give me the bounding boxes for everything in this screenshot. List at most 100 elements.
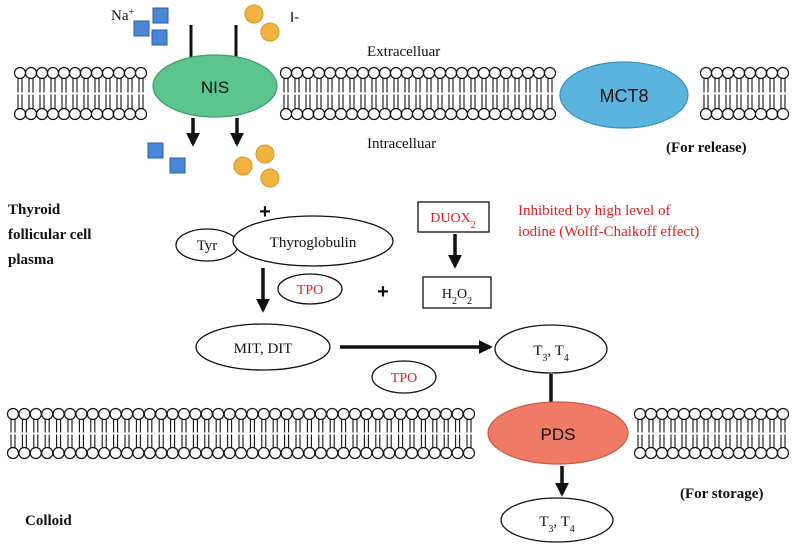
lipid-head [323,66,337,80]
membrane-top-right [699,66,790,121]
lipid-tail [61,94,67,109]
iodide-circle [260,168,280,188]
lipid-tail [415,94,421,109]
lipid-head [422,66,436,80]
lipid-head [120,407,134,421]
lipid-head [394,407,407,421]
lipid-tail [525,94,531,109]
lipid-tail [375,434,381,448]
lipid-head [389,66,403,80]
lipid-head [360,407,373,421]
lipid-tail [72,78,78,93]
lipid-tail [481,78,487,93]
lipid-head [440,407,453,421]
lipid-head [337,446,350,460]
lipid-head [521,107,535,121]
lipid-tail [481,94,487,109]
lipid-head [378,107,392,121]
lipid-tail [360,78,366,93]
lipid-head [488,107,502,121]
lipid-tail [714,434,720,448]
lipid-head [383,407,396,421]
lipid-tail [116,94,122,109]
lipid-tail [249,434,255,448]
lipid-head [776,107,790,121]
lipid-tail [33,419,39,433]
lipid-tail [363,434,369,448]
intracellular-label: Intracelluar [367,136,436,152]
lipid-tail [393,78,399,93]
lipid-head [86,446,99,460]
lipid-tail [470,94,476,109]
lipid-head [234,446,248,460]
lipid-tail [147,419,153,433]
lipid-tail [127,78,133,93]
lipid-tail [536,94,542,109]
lipid-head [200,446,213,460]
lipid-head [688,446,702,460]
lipid-tail [138,78,144,93]
lipid-tail [329,419,335,433]
lipid-head [246,446,259,460]
lipid-head [18,446,31,460]
lipid-head [765,446,779,460]
lipid-tail [127,94,133,109]
lipid-head [466,66,480,80]
lipid-head [644,407,658,421]
lipid-head [451,407,464,421]
lipid-tail [94,78,100,93]
lipid-tail [113,434,119,448]
lipid-head [532,107,546,121]
lipid-head [371,446,384,460]
t3-t4-node-cell [494,324,608,374]
lipid-tail [747,78,753,93]
lipid-head [451,446,464,460]
lipid-head [655,407,669,421]
lipid-tail [283,78,289,93]
lipid-head [269,446,282,460]
colloid-label: Colloid [25,513,72,529]
lipid-tail [352,419,358,433]
lipid-head [109,407,122,421]
lipid-tail [703,434,709,448]
lipid-head [257,446,270,460]
lipid-tail [455,434,461,448]
lipid-head [52,446,65,460]
lipid-head [360,446,373,460]
lipid-tail [426,78,432,93]
lipid-tail [415,78,421,93]
lipid-tail [637,419,643,433]
lipid-head [132,446,145,460]
lipid-head [521,66,535,80]
lipid-tail [371,78,377,93]
lipid-tail [432,434,438,448]
lipid-tail [725,434,731,448]
lipid-head [389,107,403,121]
sodium-ions-extracellular [133,7,169,46]
lipid-tail [393,94,399,109]
lipid-tail [327,94,333,109]
lipid-head [280,407,293,421]
lipid-head [41,407,54,421]
lipid-head [189,407,202,421]
lipid-head [312,66,326,80]
lipid-head [644,446,658,460]
lipid-tail [736,434,742,448]
lipid-tail [349,94,355,109]
lipid-head [633,407,647,421]
lipid-head [345,107,359,121]
lipid-head [765,107,779,121]
lipid-tail [39,78,45,93]
lipid-head [41,446,54,460]
lipid-tail [21,419,27,433]
lipid-tail [443,434,449,448]
lipid-tail [747,419,753,433]
lipid-tail [318,434,324,448]
lipid-head [754,446,768,460]
lipid-head [710,446,724,460]
lipid-head [710,107,724,121]
lipid-head [166,407,179,421]
lipid-tail [10,434,16,448]
lipid-head [212,446,225,460]
membrane-bottom-left [6,407,476,460]
